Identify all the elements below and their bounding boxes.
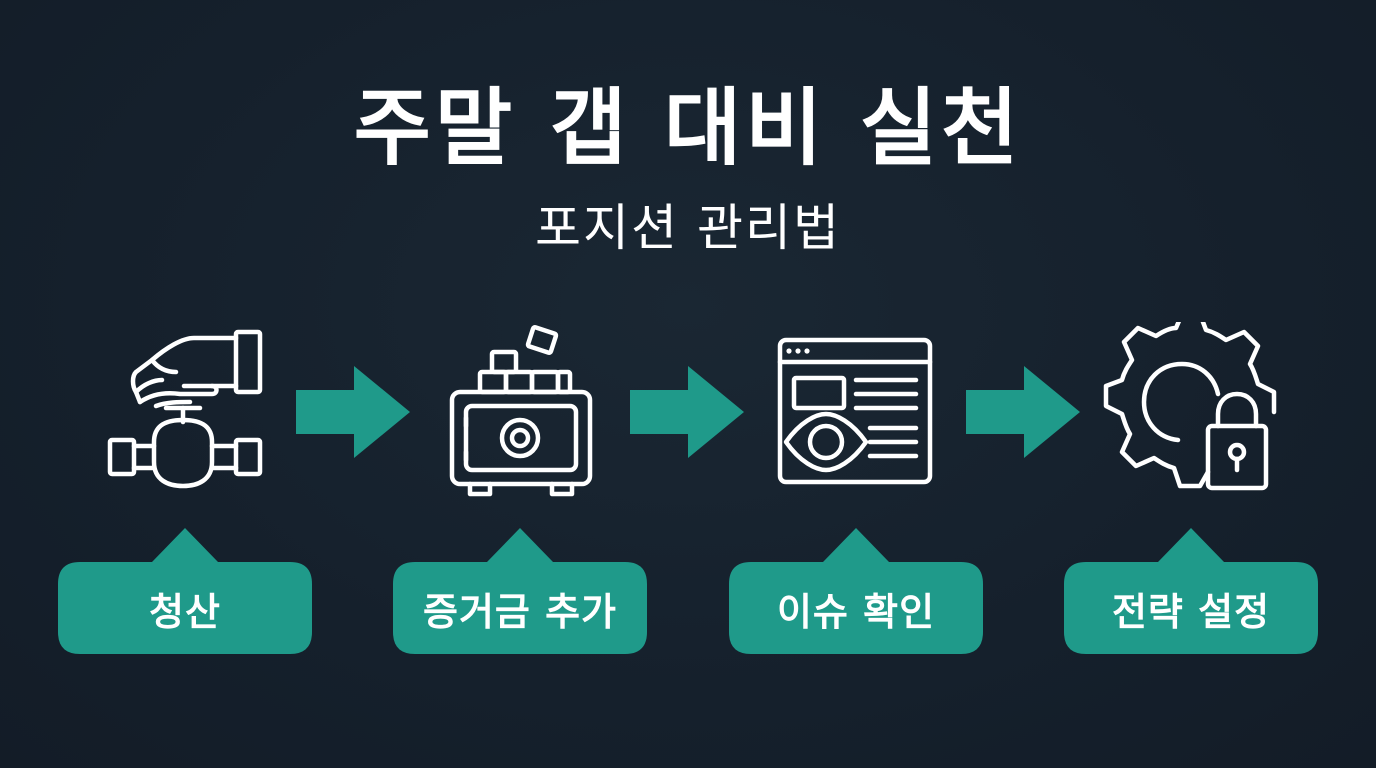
browser-eye-icon (777, 337, 933, 485)
step-label-text: 이슈 확인 (776, 589, 936, 634)
step-label-text: 증거금 추가 (422, 589, 618, 634)
step-label-set-strategy: 전략 설정 (1064, 524, 1318, 654)
callout-shape (729, 528, 983, 654)
arrow-right-icon (966, 366, 1080, 458)
page-subtitle: 포지션 관리법 (535, 199, 841, 257)
page-title: 주말 갭 대비 실천 (353, 79, 1023, 177)
safe-icon (449, 325, 593, 497)
callout-shape (58, 528, 312, 654)
arrow-right-icon (630, 366, 744, 458)
callout-shape (393, 528, 647, 654)
callout-shape (1064, 528, 1318, 654)
arrow-right-icon (296, 366, 410, 458)
hand-valve-icon (107, 329, 263, 489)
step-label-liquidation: 청산 (58, 524, 312, 654)
step-label-check-issues: 이슈 확인 (729, 524, 983, 654)
step-label-text: 청산 (149, 589, 221, 634)
gear-lock-icon (1103, 322, 1277, 491)
step-label-add-margin: 증거금 추가 (393, 524, 647, 654)
step-label-text: 전략 설정 (1111, 589, 1271, 634)
